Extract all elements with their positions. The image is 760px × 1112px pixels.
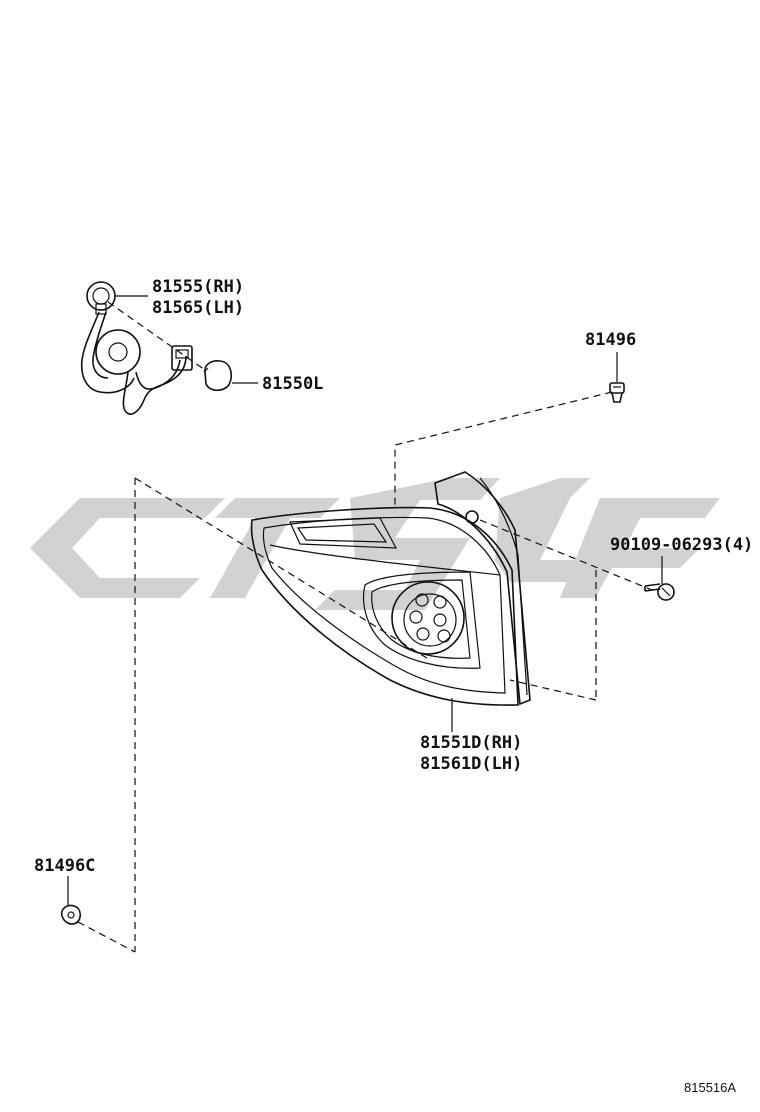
label-81496: 81496	[585, 330, 636, 350]
label-81551d-rh: 81551D(RH)	[420, 733, 522, 753]
socket-wire-harness	[80, 281, 193, 415]
label-81561d-lh: 81561D(LH)	[420, 754, 522, 774]
bulb-81550l	[203, 360, 233, 392]
tail-lamp-assembly	[250, 471, 531, 706]
label-81565-lh: 81565(LH)	[152, 298, 244, 318]
label-81496c: 81496C	[34, 856, 95, 876]
screw-90109-06293	[644, 583, 675, 601]
clip-81496c	[60, 904, 82, 925]
clip-81496	[609, 382, 625, 403]
figure-code: 815516A	[684, 1080, 736, 1095]
label-81555-rh: 81555(RH)	[152, 277, 244, 297]
label-90109-06293: 90109-06293(4)	[610, 535, 753, 555]
assembly-dash-lines	[77, 301, 653, 953]
watermark-logo	[30, 478, 720, 610]
label-81550l: 81550L	[262, 374, 323, 394]
leader-lines	[67, 295, 663, 906]
